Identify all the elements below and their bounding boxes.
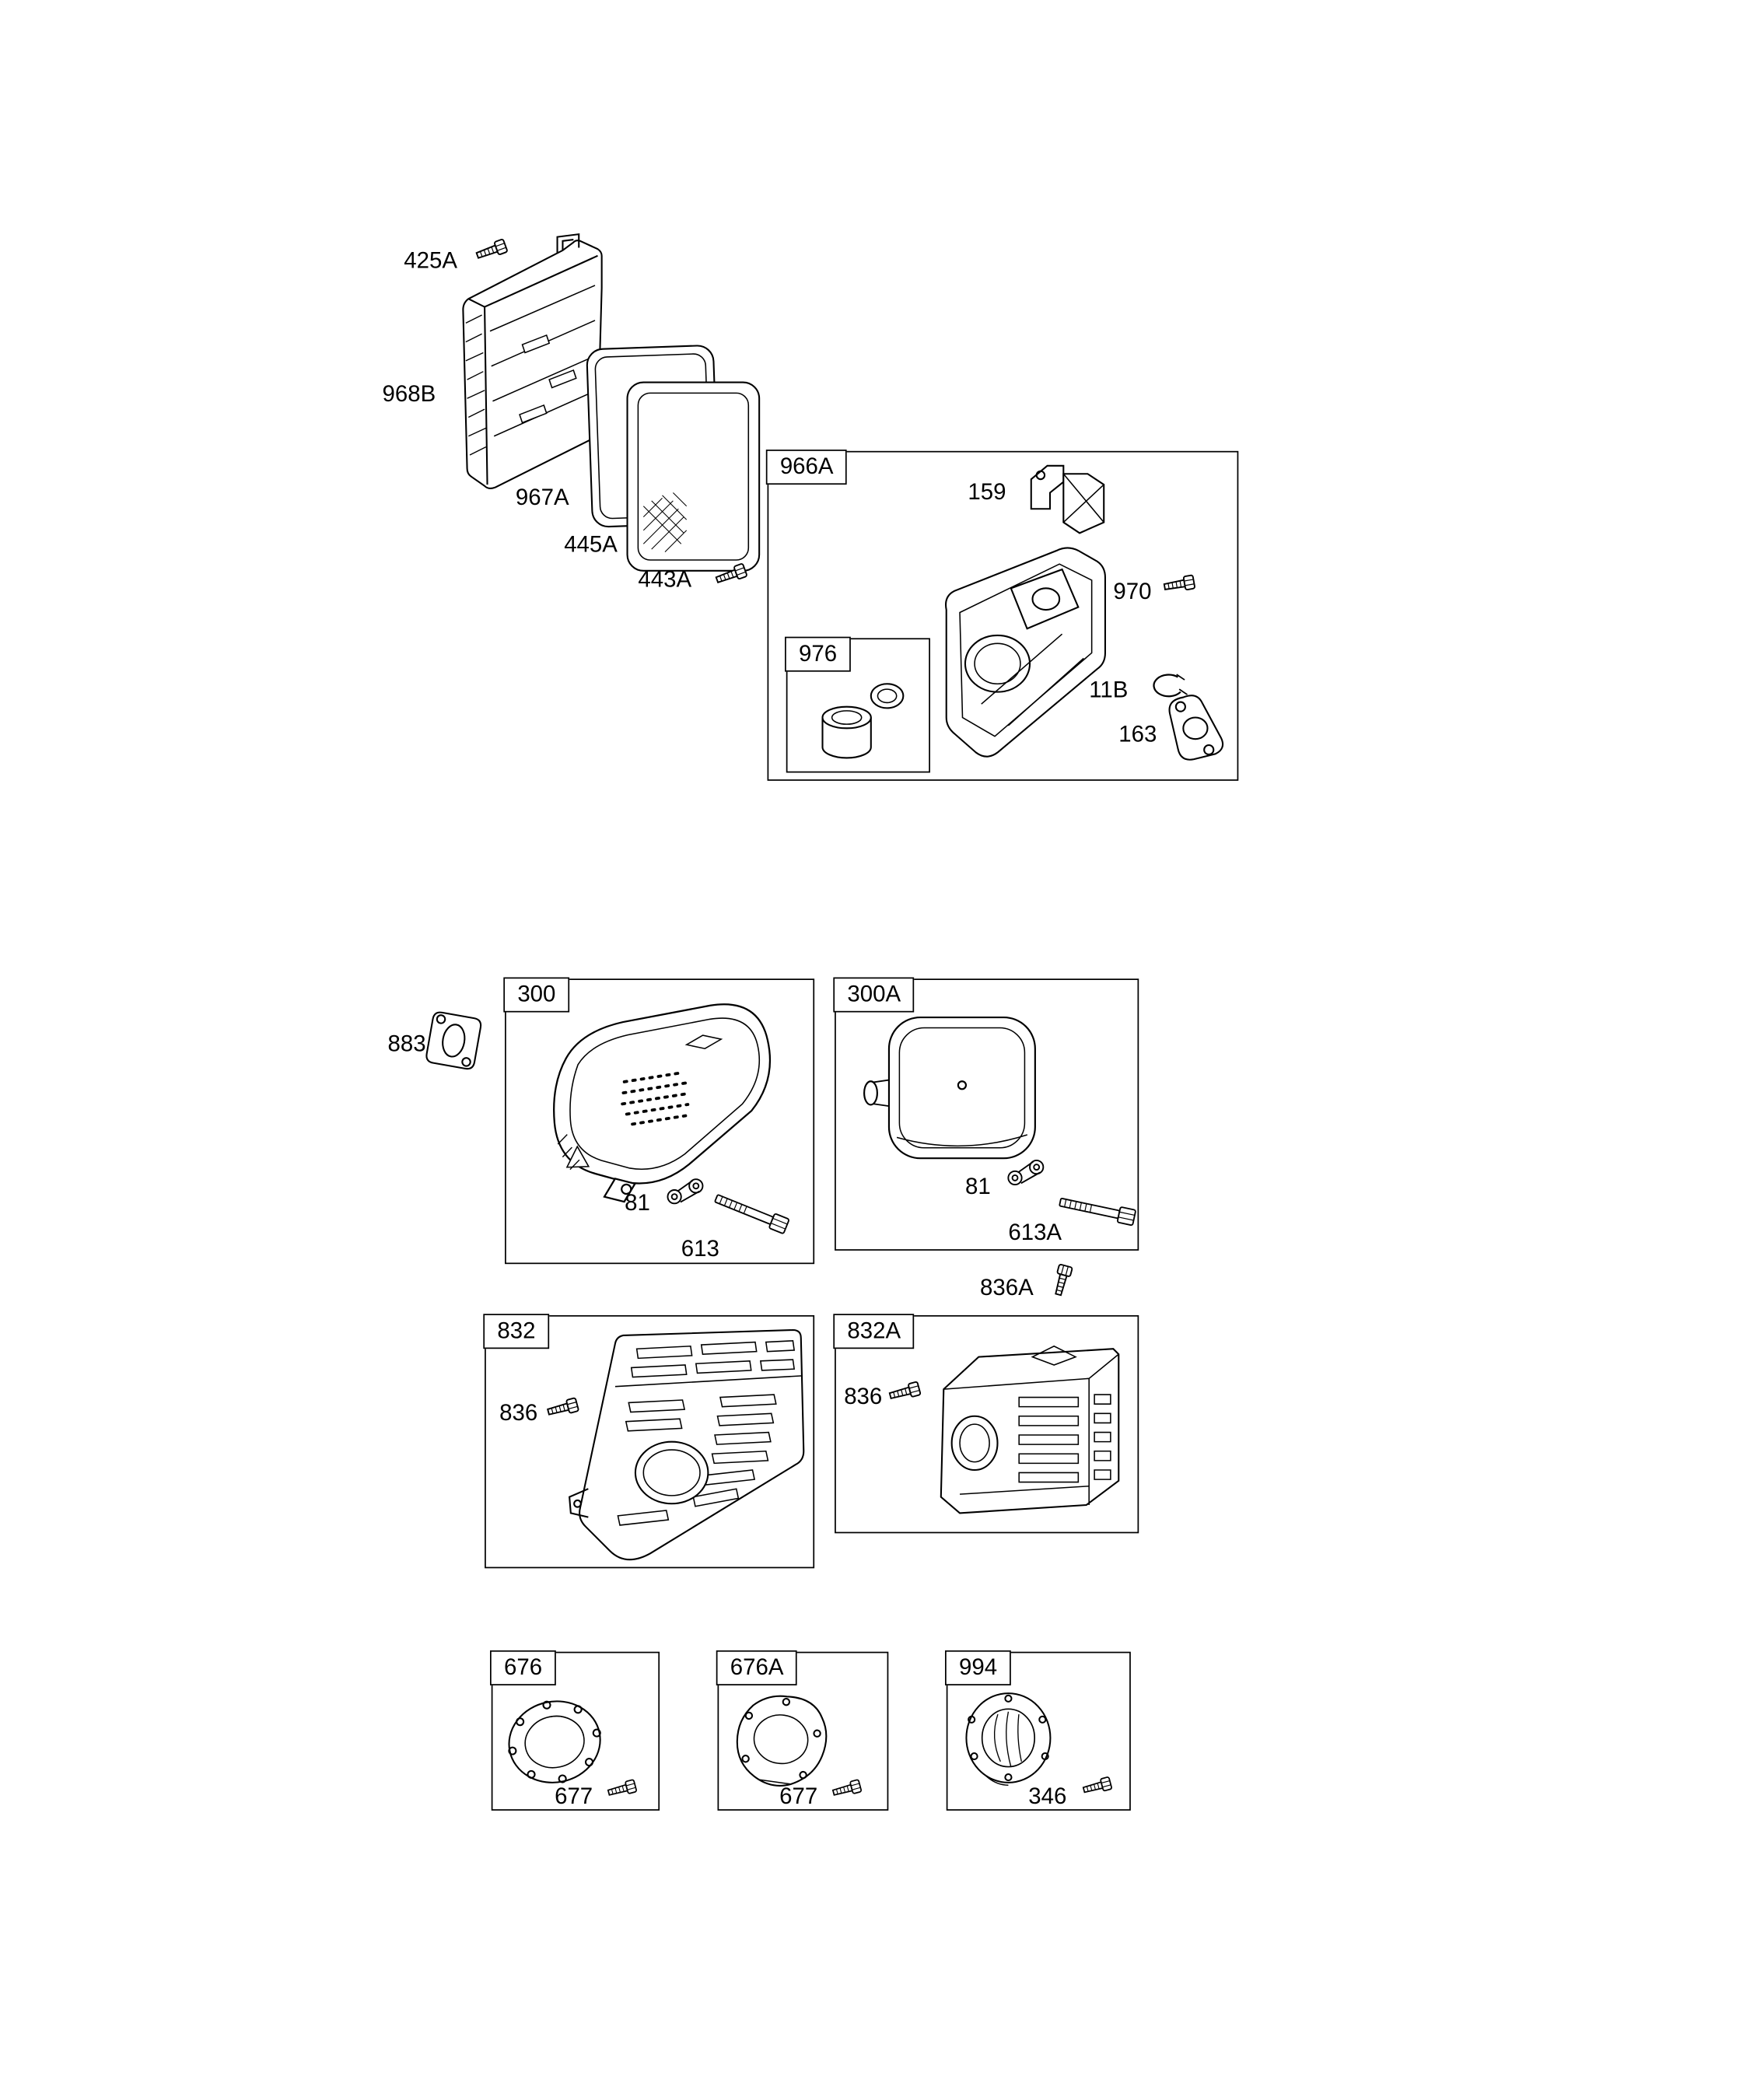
screw-icon [1160,571,1199,598]
muffler-300a-drawing [853,1007,1041,1177]
lock-link-drawing [1006,1157,1046,1187]
callout-677-left: 677 [555,1783,593,1810]
group-title-832a: 832A [834,1314,915,1349]
callout-163: 163 [1118,721,1157,747]
callout-883: 883 [387,1031,426,1057]
group-title-676: 676 [490,1650,556,1686]
group-title-832: 832 [484,1314,549,1349]
callout-970: 970 [1113,579,1152,605]
lock-link-drawing [665,1177,705,1206]
screw-icon [711,558,751,590]
muffler-guard-832a-drawing [914,1335,1129,1524]
cap-deflector-drawing [958,1682,1063,1795]
screw-icon [1079,1773,1115,1800]
screw-icon [828,1776,864,1802]
callout-967a: 967A [515,485,569,510]
group-title-976: 976 [785,637,851,673]
callout-836a: 836A [980,1275,1034,1300]
breather-tube-drawing [807,672,919,766]
group-box-676a: 676A 677 [716,1650,889,1811]
mounting-bracket-drawing [1017,455,1125,538]
hose-clamp-drawing [1140,670,1194,708]
group-box-994: 994 346 [945,1650,1131,1811]
callout-159: 159 [968,479,1006,506]
group-title-676a: 676A [716,1650,797,1686]
callout-613a: 613A [1008,1220,1062,1245]
callout-677-right: 677 [779,1783,818,1810]
air-filter-drawing [582,334,765,576]
screw-icon [1047,1261,1076,1300]
group-title-994: 994 [945,1650,1011,1686]
screw-icon [885,1377,925,1406]
muffler-guard-drawing [543,1328,812,1565]
exhaust-gasket-drawing [424,1007,483,1075]
callout-836-left: 836 [499,1399,538,1426]
callout-11b: 11B [1089,677,1129,703]
screw-icon [604,1776,639,1802]
air-cleaner-base-drawing [928,529,1116,766]
group-box-832: 832 836 [484,1314,815,1569]
callout-836-right: 836 [844,1384,883,1410]
muffler-drawing [523,999,792,1203]
callout-81-left: 81 [625,1189,650,1216]
screw-icon [543,1393,583,1423]
group-box-676: 676 677 [490,1650,660,1811]
screw-icon [471,234,512,266]
group-box-832a: 832A 836 [834,1314,1139,1534]
callout-81-right: 81 [964,1174,991,1200]
group-box-300a: 300A 81 [834,978,1139,1251]
group-box-300: 300 81 [504,978,815,1265]
long-screw-drawing [1055,1187,1143,1234]
deflector-676a-drawing [730,1688,832,1793]
group-title-300a: 300A [834,978,915,1013]
callout-445a: 445A [564,531,618,558]
group-title-300: 300 [504,978,569,1013]
carburetor-gasket-drawing [1164,692,1227,762]
deflector-drawing [501,1688,608,1795]
callout-443a: 443A [638,566,692,593]
callout-346: 346 [1028,1783,1067,1810]
callout-425a: 425A [404,247,457,274]
callout-613: 613 [681,1235,719,1262]
long-screw-drawing [709,1184,797,1243]
group-box-966a: 966A 159 970 [766,450,1239,781]
group-title-966a: 966A [766,450,847,485]
group-box-976: 976 [785,637,930,773]
callout-968b: 968B [382,380,436,407]
